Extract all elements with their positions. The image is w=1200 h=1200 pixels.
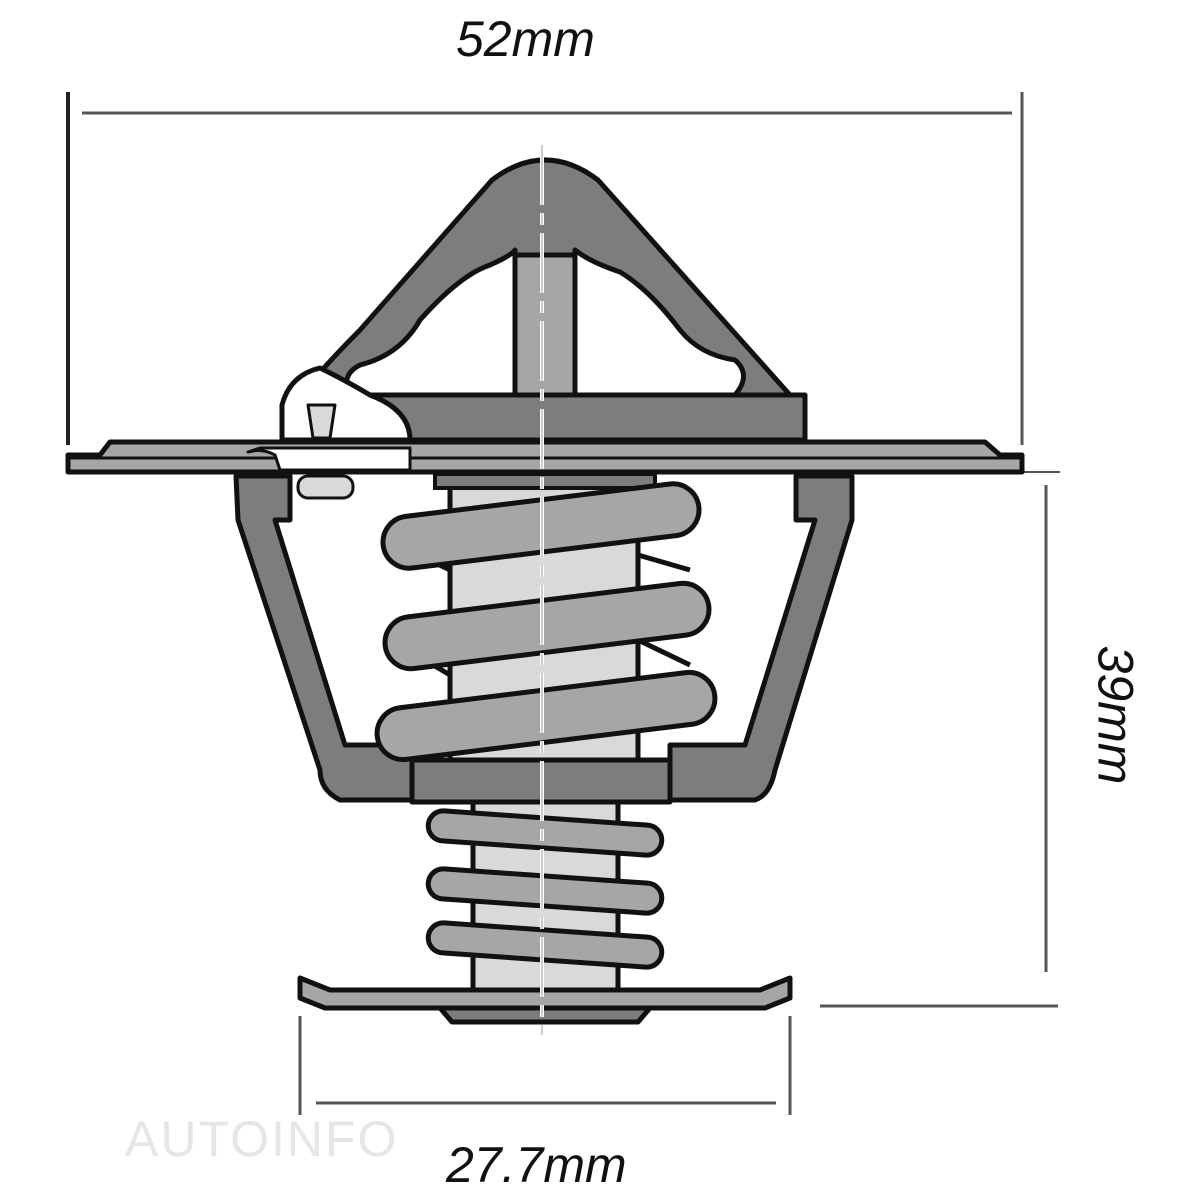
bridge-bar <box>377 392 808 443</box>
jiggle-valve-pin <box>306 403 337 440</box>
height-dimension-label: 39mm <box>1087 645 1144 785</box>
bottom-boss <box>437 1005 653 1025</box>
bottom-disc <box>297 975 793 1011</box>
cage-left <box>233 473 415 803</box>
width-dimension-label: 52mm <box>456 11 595 67</box>
flange-slot <box>246 446 412 472</box>
lower-spring <box>425 808 665 970</box>
bridge-cutout-right <box>572 247 746 398</box>
vent-slot <box>296 474 355 500</box>
base-dimension-label: 27.7mm <box>446 1137 627 1193</box>
piston-top-plate <box>433 472 657 490</box>
cage-right <box>667 473 855 803</box>
upper-spring <box>374 481 718 763</box>
center-pin <box>512 252 578 398</box>
bridge-cutout-left <box>344 247 518 398</box>
watermark: AUTOINFO <box>125 1111 399 1167</box>
dimension-lines <box>66 92 1060 1115</box>
